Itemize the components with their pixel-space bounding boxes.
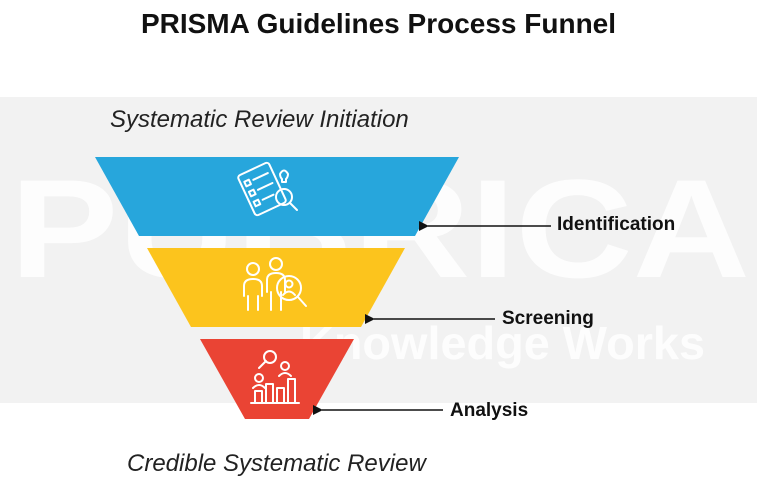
stage-label-analysis: Analysis xyxy=(450,400,529,421)
people-search-icon xyxy=(243,257,307,311)
funnel-stage-analysis xyxy=(200,339,354,419)
stage-label-screening: Screening xyxy=(502,308,594,329)
stage-label-identification: Identification xyxy=(557,214,676,235)
checklist-search-icon xyxy=(237,161,298,217)
page-title: PRISMA Guidelines Process Funnel xyxy=(140,8,617,39)
chart-search-icon xyxy=(250,350,300,404)
top-caption: Systematic Review Initiation xyxy=(110,106,409,133)
bottom-caption: Credible Systematic Review xyxy=(127,450,426,477)
watermark-tagline: Knowledge Works xyxy=(300,317,705,369)
funnel-stage-screening xyxy=(147,248,405,327)
